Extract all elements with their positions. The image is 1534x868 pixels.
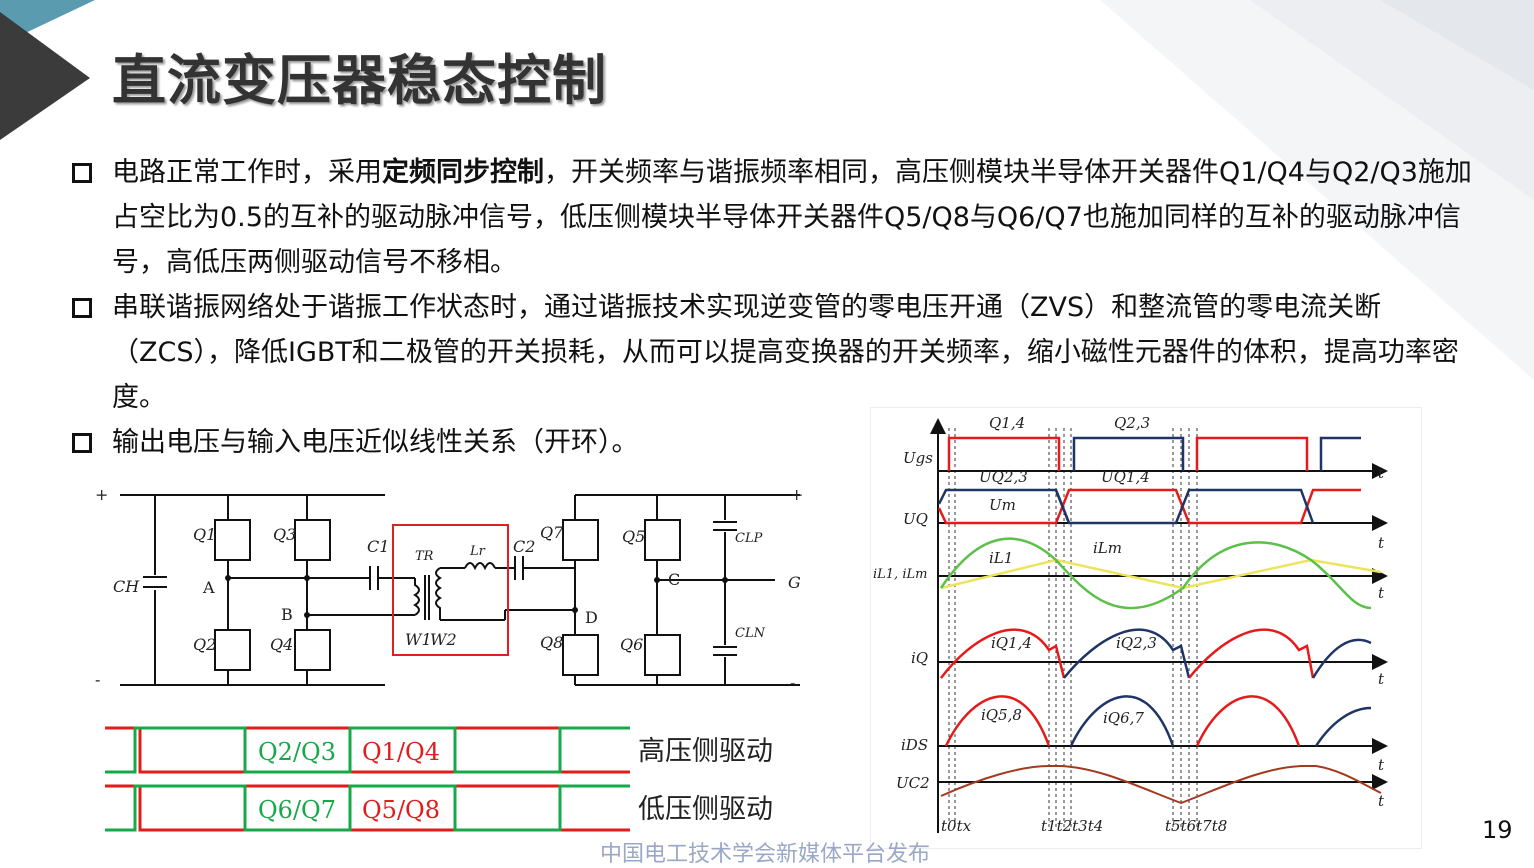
- bullet-1-post: ，开关频率与谐振频率相同，高压侧模块半导体开关器件Q1/Q4与Q2/Q3施加占空…: [112, 157, 1472, 278]
- circuit-label-q4: Q4: [270, 635, 293, 654]
- drive-label-q5q8: Q5/Q8: [362, 796, 440, 824]
- circuit-label-q5: Q5: [622, 527, 645, 546]
- circuit-node-c: C: [668, 570, 680, 589]
- wave-axis-t-3: t: [1378, 584, 1385, 602]
- wave-axis-t-5: t: [1378, 756, 1385, 774]
- circuit-label-w1: W1: [405, 630, 432, 649]
- circuit-label-q6: Q6: [620, 635, 643, 654]
- circuit-plus-right: +: [790, 485, 803, 504]
- wave-time-labels-c: t5t6t7t8: [1165, 817, 1227, 835]
- wave-axis-t-6: t: [1378, 792, 1385, 810]
- waveform-svg: Ugs Q1,4 Q2,3 UQ UQ2,3 UQ1,4 Um iL1, iLm…: [873, 414, 1388, 835]
- slide-title: 直流变压器稳态控制: [112, 49, 607, 112]
- wave-axis-t-4: t: [1378, 670, 1385, 688]
- circuit-label-w2: W2: [430, 630, 457, 649]
- circuit-label-c1: C1: [367, 537, 389, 556]
- wave-label-uq: UQ: [903, 510, 928, 528]
- circuit-label-g: G: [788, 573, 801, 592]
- circuit-label-q3: Q3: [273, 525, 296, 544]
- bullet-list: 电路正常工作时，采用定频同步控制，开关频率与谐振频率相同，高压侧模块半导体开关器…: [72, 150, 1472, 465]
- footer-watermark: 中国电工技术学会新媒体平台发布: [600, 842, 931, 867]
- wave-time-labels-b: t1t2t3t4: [1041, 817, 1103, 835]
- circuit-label-cln: CLN: [735, 626, 766, 641]
- wave-label-iq: iQ: [911, 649, 928, 667]
- wave-label-iq14: iQ1,4: [991, 634, 1032, 652]
- circuit-node-a: A: [202, 578, 215, 597]
- drive-signal-diagram: Q2/Q3 Q1/Q4 Q6/Q7 Q5/Q8 高压侧驱动 低压侧驱动: [105, 726, 773, 832]
- wave-label-q23: Q2,3: [1114, 414, 1150, 432]
- bullet-2-text: 串联谐振网络处于谐振工作状态时，通过谐振技术实现逆变管的零电压开通（ZVS）和整…: [112, 292, 1459, 413]
- drive-low-side-label: 低压侧驱动: [638, 794, 773, 825]
- wave-label-il1: iL1: [989, 549, 1013, 567]
- circuit-label-c2: C2: [513, 537, 535, 556]
- drive-high-side-label: 高压侧驱动: [638, 736, 773, 767]
- drive-label-q1q4: Q1/Q4: [362, 738, 440, 766]
- bullet-item-1: 电路正常工作时，采用定频同步控制，开关频率与谐振频率相同，高压侧模块半导体开关器…: [72, 150, 1472, 285]
- wave-axis-t-1: t: [1378, 464, 1385, 482]
- bullet-square-icon: [72, 163, 92, 183]
- circuit-minus-right: -: [790, 673, 795, 692]
- wave-time-labels-a: t0tx: [941, 817, 972, 835]
- circuit-label-clp: CLP: [735, 531, 763, 546]
- wave-label-uq23: UQ2,3: [979, 468, 1028, 486]
- bullet-square-icon: [72, 298, 92, 318]
- page-number: 19: [1482, 816, 1513, 844]
- wave-label-il: iL1, iLm: [873, 567, 927, 582]
- drive-label-q2q3: Q2/Q3: [258, 738, 336, 766]
- circuit-label-ch: CH: [113, 577, 140, 596]
- bullet-item-3: 输出电压与输入电压近似线性关系（开环）。: [72, 420, 1472, 465]
- bullet-item-2: 串联谐振网络处于谐振工作状态时，通过谐振技术实现逆变管的零电压开通（ZVS）和整…: [72, 285, 1472, 420]
- wave-label-iq67: iQ6,7: [1103, 709, 1144, 727]
- circuit-minus-left: -: [95, 670, 100, 689]
- circuit-label-q2: Q2: [193, 635, 216, 654]
- circuit-node-d: D: [585, 608, 598, 627]
- waveform-panel: Ugs Q1,4 Q2,3 UQ UQ2,3 UQ1,4 Um iL1, iLm…: [870, 407, 1422, 849]
- wave-label-iq58: iQ5,8: [981, 706, 1022, 724]
- wave-label-ugs: Ugs: [903, 449, 933, 467]
- wave-axis-t-2: t: [1378, 534, 1385, 552]
- circuit-label-q1: Q1: [193, 525, 216, 544]
- wave-label-iq23: iQ2,3: [1116, 634, 1157, 652]
- drive-label-q6q7: Q6/Q7: [258, 796, 336, 824]
- bullet-square-icon: [72, 433, 92, 453]
- resonant-tank-box: [392, 524, 509, 656]
- bullet-3-text: 输出电压与输入电压近似线性关系（开环）。: [112, 427, 639, 458]
- dab-circuit-diagram: + - + - CH Q1 Q2 Q3 Q4 A B C1 TR Lr W1 W…: [95, 485, 803, 692]
- circuit-label-q8: Q8: [540, 633, 563, 652]
- bullet-1-bold: 定频同步控制: [382, 157, 544, 188]
- wave-label-uc2: UC2: [896, 774, 930, 792]
- circuit-label-tr: TR: [415, 549, 434, 564]
- wave-label-um: Um: [989, 496, 1016, 514]
- wave-label-ids: iDS: [901, 736, 928, 754]
- corner-shape-dark: [0, 12, 90, 140]
- wave-label-q14: Q1,4: [989, 414, 1025, 432]
- circuit-node-b: B: [281, 605, 293, 624]
- circuit-plus-left: +: [95, 485, 108, 504]
- circuit-label-lr: Lr: [469, 544, 486, 559]
- wave-label-uq14: UQ1,4: [1101, 468, 1150, 486]
- circuit-label-q7: Q7: [540, 523, 564, 542]
- bullet-1-pre: 电路正常工作时，采用: [112, 157, 382, 188]
- wave-label-ilm: iLm: [1093, 539, 1122, 557]
